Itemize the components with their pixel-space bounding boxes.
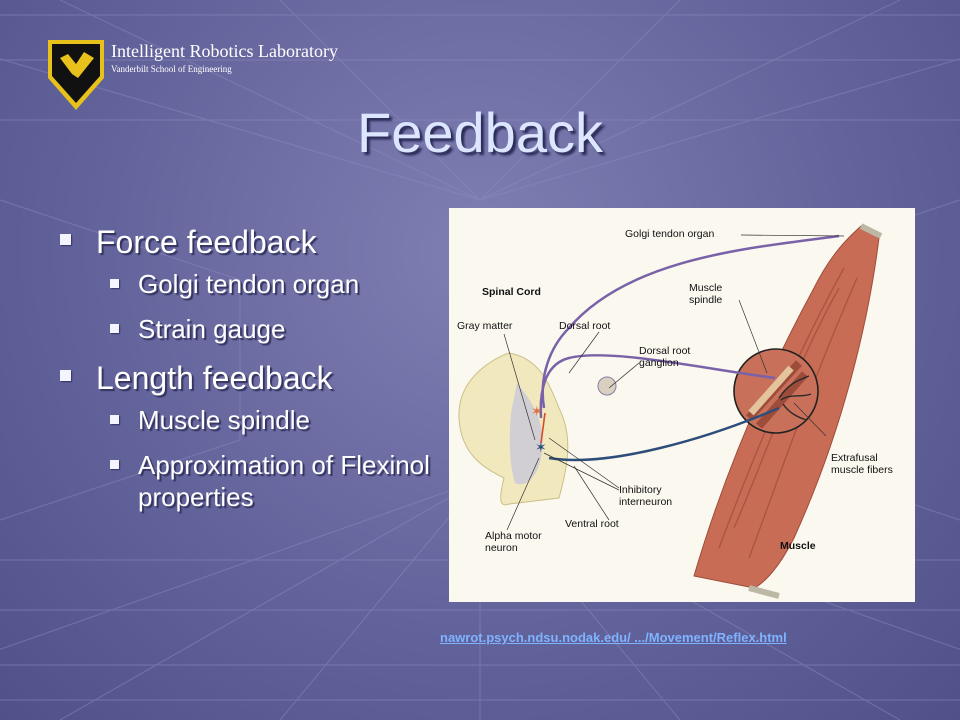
square-bullet-icon: [110, 460, 119, 469]
sub-bullet-strain: Strain gauge: [60, 313, 430, 345]
reflex-diagram: ✶ ✶ Golgi tendon organ Spinal Cord Muscl…: [449, 208, 915, 602]
square-bullet-icon: [110, 324, 119, 333]
bullet-list: Force feedback Golgi tendon organ Strain…: [60, 222, 430, 526]
square-bullet-icon: [60, 234, 71, 245]
source-link[interactable]: nawrot.psych.ndsu.nodak.edu/ .../Movemen…: [440, 630, 787, 645]
label-gray-matter: Gray matter: [457, 320, 513, 332]
label-spinal-cord: Spinal Cord: [482, 286, 541, 298]
label-dorsal-root: Dorsal root: [559, 320, 611, 332]
label-inhibitory-interneuron: Inhibitory interneuron: [619, 484, 673, 508]
reflex-illustration: ✶ ✶: [458, 223, 883, 599]
lab-name: Intelligent Robotics Laboratory: [111, 41, 338, 61]
svg-text:✶: ✶: [531, 404, 543, 420]
sub-bullet-label: Strain gauge: [138, 314, 286, 344]
square-bullet-icon: [110, 415, 119, 424]
lab-subtitle: Vanderbilt School of Engineering: [111, 64, 232, 74]
label-dorsal-root-ganglion: Dorsal root ganglion: [639, 345, 691, 369]
sub-bullet-golgi: Golgi tendon organ: [60, 268, 430, 300]
sub-bullet-label: Approximation of Flexinol properties: [138, 450, 430, 512]
svg-text:✶: ✶: [535, 440, 547, 456]
label-golgi-tendon-organ: Golgi tendon organ: [625, 228, 715, 240]
label-muscle: Muscle: [780, 540, 816, 552]
square-bullet-icon: [60, 370, 71, 381]
sub-bullet-label: Golgi tendon organ: [138, 269, 360, 299]
vanderbilt-logo: [48, 40, 104, 110]
label-alpha-motor-neuron: Alpha motor neuron: [485, 530, 542, 554]
square-bullet-icon: [110, 279, 119, 288]
label-ventral-root: Ventral root: [565, 518, 619, 530]
bullet-label: Force feedback: [96, 224, 317, 260]
sub-bullet-flexinol: Approximation of Flexinol properties: [60, 449, 430, 513]
sub-bullet-spindle: Muscle spindle: [60, 404, 430, 436]
bullet-length-feedback: Length feedback: [60, 358, 430, 398]
sub-bullet-label: Muscle spindle: [138, 405, 310, 435]
slide-title: Feedback: [357, 101, 603, 164]
label-muscle-spindle: Muscle spindle: [689, 282, 723, 306]
bullet-label: Length feedback: [96, 360, 333, 396]
label-extrafusal-fibers: Extrafusal muscle fibers: [831, 452, 893, 476]
bullet-force-feedback: Force feedback: [60, 222, 430, 262]
